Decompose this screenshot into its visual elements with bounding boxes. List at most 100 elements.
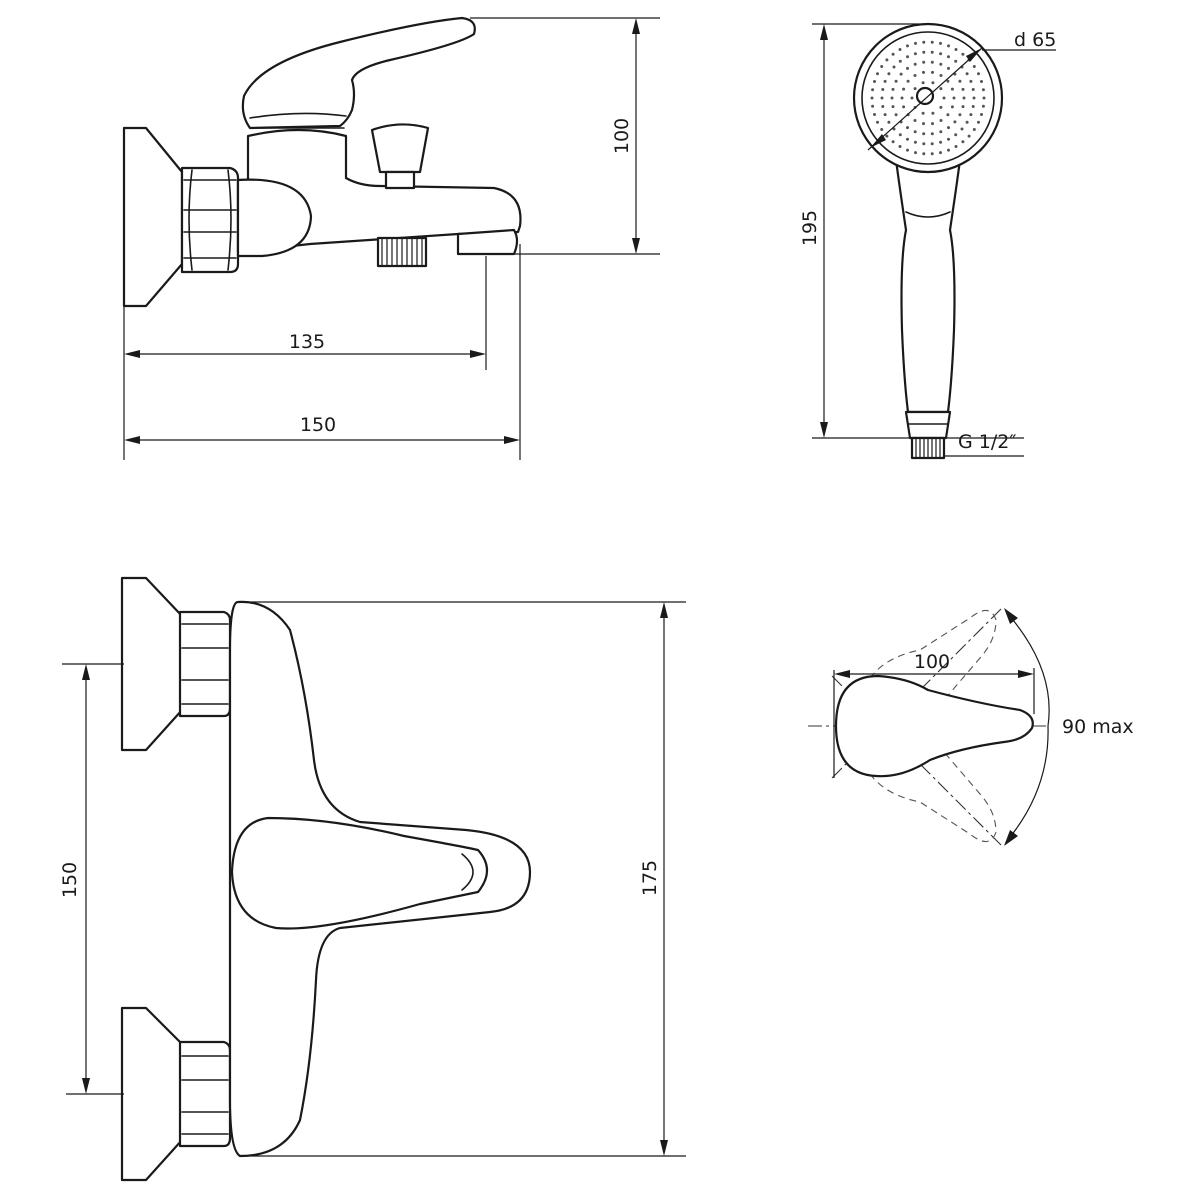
dim-label-d65: d 65 xyxy=(1014,29,1056,51)
wall-flange xyxy=(122,126,184,308)
nozzle-dot xyxy=(965,72,969,76)
dimension-outlet-distance: 135 xyxy=(123,256,487,460)
nozzle-dot xyxy=(954,59,958,63)
nozzle-dot xyxy=(958,113,962,117)
nozzle-dot xyxy=(950,105,954,109)
nozzle-dot xyxy=(981,88,985,92)
nozzle-dot xyxy=(931,70,934,74)
nozzle-dot xyxy=(913,74,917,77)
nozzle-dot xyxy=(972,128,976,131)
nozzle-dot xyxy=(958,79,962,83)
shower-handle xyxy=(894,158,962,414)
spout-tip xyxy=(456,228,519,256)
nozzle-dot xyxy=(961,52,965,56)
mixer-lever xyxy=(241,16,476,130)
nozzle-dot xyxy=(977,120,980,124)
handle-ghost-down xyxy=(859,704,997,843)
dim-label-175: 175 xyxy=(639,860,661,896)
nozzle-dot xyxy=(969,113,973,117)
nozzle-dot xyxy=(972,96,976,100)
nozzle-dot xyxy=(890,96,894,100)
nozzle-dot xyxy=(954,145,958,148)
nozzle-dot xyxy=(922,60,926,64)
diverter-knob xyxy=(370,123,430,174)
dim-label-90-max: 90 max xyxy=(1062,716,1134,738)
nozzle-dot xyxy=(880,65,884,68)
nozzle-dot xyxy=(922,122,925,126)
nozzle-pattern xyxy=(870,40,986,156)
nozzle-dot xyxy=(939,105,943,109)
nozzle-dot xyxy=(913,52,917,56)
nozzle-dot xyxy=(947,137,950,141)
nozzle-dot xyxy=(972,65,976,68)
nozzle-dot xyxy=(954,133,958,137)
nozzle-dot xyxy=(880,96,884,100)
nozzle-dot xyxy=(876,72,879,76)
nozzle-dot xyxy=(906,44,909,48)
nozzle-dot xyxy=(961,140,965,144)
nozzle-dot xyxy=(922,152,926,156)
nozzle-dot xyxy=(946,79,950,83)
nozzle-dot xyxy=(965,120,969,124)
nozzle-dot xyxy=(922,70,925,74)
nozzle-dot xyxy=(887,72,891,76)
nozzle-dot xyxy=(885,58,889,62)
nozzle-dot xyxy=(922,40,926,44)
nozzle-dot xyxy=(947,66,950,70)
nozzle-dot xyxy=(914,151,917,155)
nozzle-dot xyxy=(939,41,942,45)
nozzle-dot xyxy=(887,120,891,124)
nozzle-dot xyxy=(894,113,898,117)
dim-label-150-top: 150 xyxy=(300,414,336,436)
lever-front xyxy=(230,816,489,930)
nozzle-dot xyxy=(883,113,887,117)
nozzle-dot xyxy=(950,87,954,91)
nozzle-dot xyxy=(922,142,926,146)
nozzle-dot xyxy=(921,111,925,115)
shower-face-inner xyxy=(861,31,995,165)
nozzle-dot xyxy=(969,79,973,83)
nozzle-dot xyxy=(971,105,975,108)
nozzle-dot xyxy=(899,72,903,76)
nozzle-dot xyxy=(947,55,950,59)
mixer-front-view xyxy=(120,576,532,1182)
nozzle-dot xyxy=(961,105,965,109)
nozzle-dot xyxy=(870,96,874,100)
nozzle-dot xyxy=(939,119,943,122)
nozzle-dot xyxy=(873,80,876,83)
hex-nut-upper xyxy=(178,610,232,718)
nozzle-dot xyxy=(939,74,943,77)
nozzle-dot xyxy=(942,96,946,100)
dimension-overall-height: 175 xyxy=(250,601,686,1157)
hex-nut-lower xyxy=(178,1040,232,1148)
nozzle-dot xyxy=(947,148,950,152)
shower-head-view: d 65 xyxy=(852,22,1056,460)
dim-label-150-bottom: 150 xyxy=(59,862,81,898)
nozzle-dot xyxy=(891,105,895,109)
handle-rotation-view: 100 90 max xyxy=(808,607,1134,847)
nozzle-dot xyxy=(891,140,895,144)
nozzle-dot xyxy=(939,87,943,91)
nozzle-dot xyxy=(883,79,887,83)
nozzle-dot xyxy=(894,79,898,83)
rotation-arc xyxy=(1005,613,1050,843)
nozzle-dot xyxy=(892,65,896,69)
nozzle-dot xyxy=(906,148,909,152)
nozzle-dot xyxy=(982,96,986,100)
nozzle-dot xyxy=(931,111,935,115)
nozzle-dot xyxy=(939,52,943,56)
nozzle-dot xyxy=(930,40,934,44)
nozzle-dot xyxy=(906,66,909,70)
nozzle-dot xyxy=(906,55,909,59)
nozzle-dot xyxy=(876,120,879,124)
handle-top-view xyxy=(834,674,1034,778)
nozzle-dot xyxy=(953,120,957,124)
nozzle-dot xyxy=(930,60,934,64)
nozzle-dot xyxy=(939,130,943,134)
nozzle-dot xyxy=(913,140,917,144)
nozzle-dot xyxy=(980,80,983,83)
nozzle-dot xyxy=(891,87,895,91)
nozzle-dot xyxy=(980,113,983,116)
diverter-stem xyxy=(384,170,416,190)
